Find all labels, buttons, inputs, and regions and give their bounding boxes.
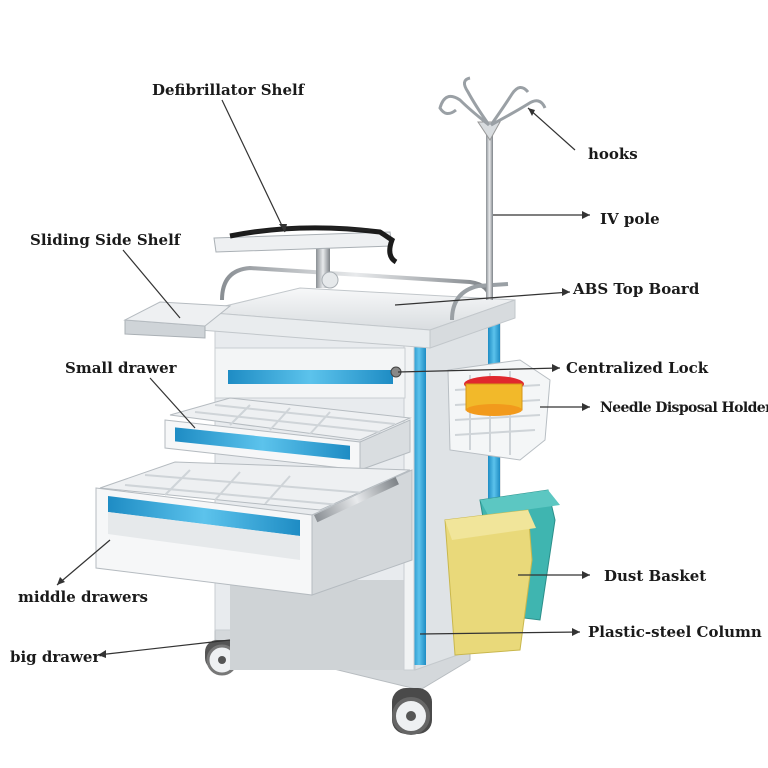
label-centralized-lock: Centralized Lock — [566, 359, 709, 377]
sliding-side-shelf — [123, 301, 232, 339]
label-plastic-steel-column: Plastic-steel Column — [588, 623, 762, 641]
middle-drawer-lower — [95, 461, 413, 596]
label-hooks: hooks — [588, 145, 638, 163]
label-iv-pole: IV pole — [600, 210, 660, 228]
small-drawer — [214, 347, 406, 399]
label-small-drawer: Small drawer — [65, 359, 177, 377]
dust-basket — [444, 489, 560, 656]
label-dust-basket: Dust Basket — [604, 567, 707, 585]
needle-disposal-holder — [447, 359, 551, 461]
defibrillator-shelf — [213, 225, 398, 289]
label-middle-drawers: middle drawers — [18, 588, 148, 606]
middle-drawer-upper — [164, 397, 412, 471]
iv-pole — [438, 76, 547, 300]
label-sliding-side-shelf: Sliding Side Shelf — [30, 231, 181, 249]
label-needle-disposal-holder: Needle Disposal Holder — [600, 400, 768, 416]
abs-top-board — [199, 265, 516, 349]
label-big-drawer: big drawer — [10, 648, 101, 666]
label-abs-top-board: ABS Top Board — [573, 280, 700, 298]
label-defibrillator-shelf: Defibrillator Shelf — [152, 81, 305, 99]
